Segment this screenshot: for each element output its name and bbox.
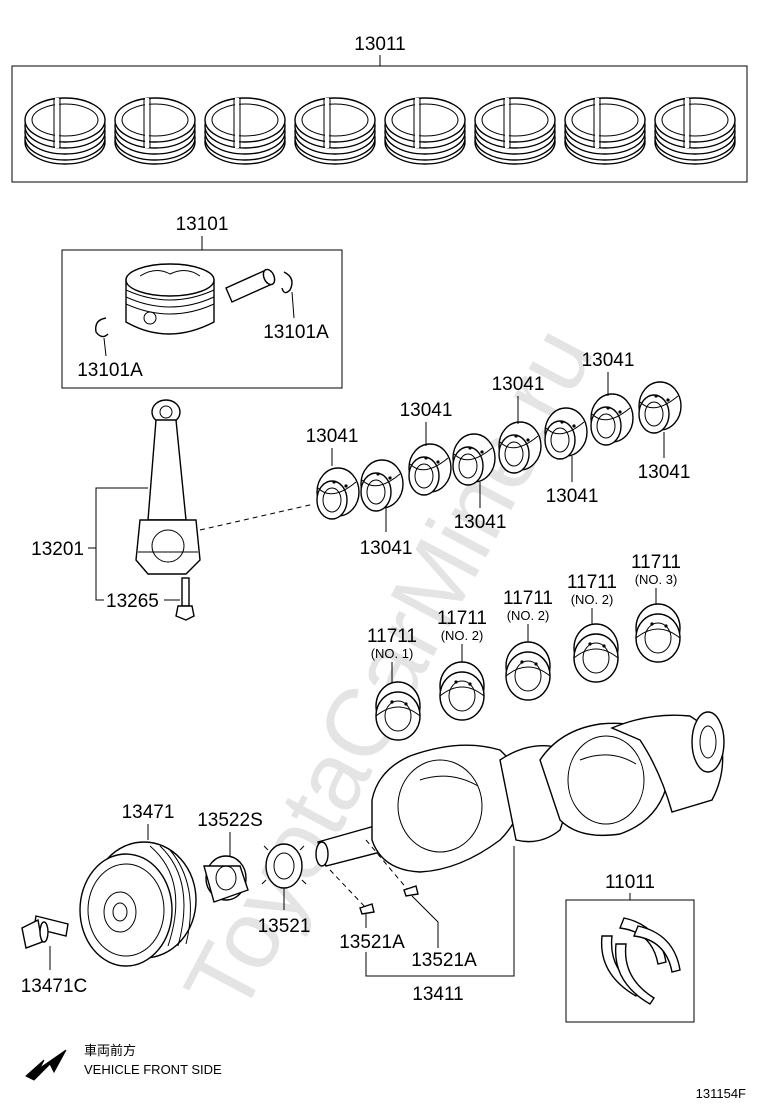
label-rod-bearing-4: 13041: [454, 512, 507, 533]
label-snap-ring-left: 13101A: [77, 360, 143, 381]
vehicle-front-arrow-icon: [25, 1049, 67, 1081]
note-main-bearing-4: (NO. 2): [571, 592, 614, 607]
label-main-bearing-4: 11711: [567, 572, 617, 593]
crank-sprocket-icon: [261, 843, 307, 889]
piston-pin-icon: [225, 268, 276, 303]
label-rod-bearing-3: 13041: [400, 400, 453, 421]
label-rod-bearing-1: 13041: [306, 426, 359, 447]
snap-ring-left-icon: [95, 317, 109, 338]
piston-ring-box: [11, 65, 748, 183]
label-crank-sprocket: 13521: [258, 916, 311, 937]
key-icon: [359, 885, 419, 915]
label-main-bearing-3: 11711: [503, 588, 553, 609]
label-main-bearing-1: 11711: [367, 626, 417, 647]
crank-pulley-icon: [79, 841, 197, 967]
pulley-bolt-icon: [21, 915, 69, 949]
label-piston: 13101: [176, 214, 229, 235]
label-connecting-rod: 13201: [31, 539, 84, 560]
piston-icon: [125, 263, 215, 335]
label-crank-pulley: 13471: [122, 802, 175, 823]
label-rod-bearing-5: 13041: [492, 374, 545, 395]
crank-sprocket-s-icon: [203, 855, 249, 903]
piston-ring-icon: [23, 96, 737, 166]
label-piston-ring-set: 13011: [354, 34, 405, 55]
label-crank-sprocket-s: 13522S: [197, 810, 263, 831]
connecting-rod-icon: [135, 399, 201, 575]
rod-bolt-icon: [175, 577, 195, 621]
label-main-bearing-2: 11711: [437, 608, 487, 629]
label-rod-bearing-6: 13041: [546, 486, 599, 507]
label-main-bearing-5: 11711: [631, 552, 681, 573]
direction-jp: 車両前方: [84, 1043, 136, 1058]
direction-en: VEHICLE FRONT SIDE: [84, 1062, 222, 1077]
label-rod-bearing-2: 13041: [360, 538, 413, 559]
piston-box: [61, 249, 343, 389]
note-main-bearing-3: (NO. 2): [507, 608, 550, 623]
label-rod-bolt: 13265: [106, 591, 159, 612]
label-pulley-bolt: 13471C: [21, 976, 88, 997]
label-key-1: 13521A: [339, 932, 405, 953]
figure-code: 131154F: [696, 1086, 746, 1101]
label-crankshaft: 13411: [412, 984, 463, 1005]
thrust-washer-box: [565, 899, 695, 1023]
note-main-bearing-5: (NO. 3): [635, 572, 678, 587]
label-snap-ring-right: 13101A: [263, 322, 329, 343]
note-main-bearing-2: (NO. 2): [441, 628, 484, 643]
label-key-2: 13521A: [411, 950, 477, 971]
thrust-washer-icon: [600, 917, 681, 1005]
crankshaft-icon: [315, 711, 725, 873]
label-rod-bearing-8: 13041: [638, 462, 691, 483]
snap-ring-right-icon: [281, 271, 293, 294]
note-main-bearing-1: (NO. 1): [371, 646, 414, 661]
label-thrust-washer: 11011: [605, 872, 655, 893]
label-rod-bearing-7: 13041: [582, 350, 635, 371]
